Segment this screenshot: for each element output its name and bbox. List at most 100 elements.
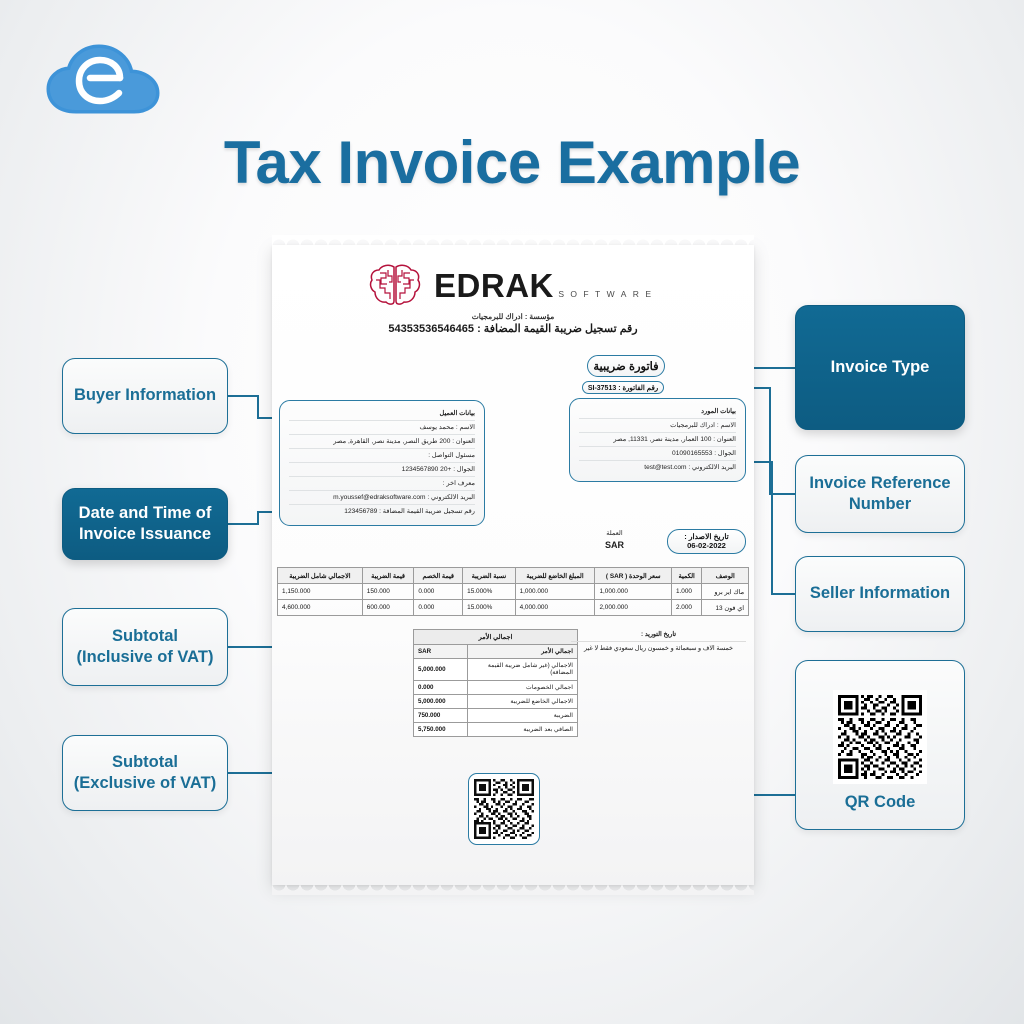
item-quantity: 2.000 <box>670 599 703 616</box>
table-row: الاجمالي الخاضع للضريبة 5,000.000 <box>413 693 578 709</box>
items-col-header: سعر الوحدة ( SAR ) <box>594 567 672 584</box>
table-row: الضريبة 750.000 <box>413 707 578 724</box>
buyer-row: العنوان : 200 طريق النصر, مدينة نصر, الق… <box>289 435 475 449</box>
table-row: اجمالي الأمر SAR <box>413 644 578 660</box>
item-tax-value: 150.000 <box>361 583 415 600</box>
item-tax-value: 600.000 <box>361 599 415 616</box>
items-col-header: الكمية <box>670 567 703 584</box>
items-header-row: الوصف الكمية سعر الوحدة ( SAR ) المبلغ ا… <box>277 567 749 584</box>
seller-row: الاسم : ادراك للبرمجيات <box>579 419 736 433</box>
invoice-qr-code <box>468 773 540 845</box>
brain-icon <box>369 264 420 305</box>
callout-date-and-time[interactable]: Date and Time of Invoice Issuance <box>62 488 228 560</box>
totals-caption: اجمالي الأمر <box>413 628 578 646</box>
items-col-header: الوصف <box>701 567 749 584</box>
item-total-incl-tax: 4,600.000 <box>277 599 363 616</box>
item-quantity: 1.000 <box>670 583 703 600</box>
item-unit-price: 1,000.000 <box>594 583 672 600</box>
totals-value: 0.000 <box>413 679 468 695</box>
currency-block: العملة SAR <box>605 529 624 552</box>
buyer-row: الجوال : +20 1234567890 <box>289 463 475 477</box>
table-row: اي فون 13 2.000 2,000.000 4,000.000 15.0… <box>277 599 749 616</box>
callout-qr-code[interactable]: QR Code <box>795 660 965 830</box>
item-taxable-amount: 4,000.000 <box>514 599 596 616</box>
currency-value: SAR <box>604 539 624 550</box>
supply-note: تاريخ التوريد : خمسة الاف و سبعمائة و خم… <box>571 628 746 655</box>
brand-logo <box>46 44 160 114</box>
callout-label-line2: Invoice Issuance <box>78 525 212 543</box>
item-discount: 0.000 <box>413 599 464 616</box>
buyer-title: بيانات العميل <box>289 407 475 421</box>
company-subtitle: SOFTWARE <box>558 288 658 299</box>
callout-label-line1: Date and Time of <box>78 503 212 522</box>
item-unit-price: 2,000.000 <box>594 599 672 616</box>
invoice-header: EDRAK SOFTWARE مؤسسة : ادراك للبرمجيات ر… <box>272 245 754 335</box>
callout-label-line2: (Exclusive of VAT) <box>73 774 217 792</box>
amount-in-words: خمسة الاف و سبعمائة و خمسون ريال سعودي ف… <box>584 645 733 653</box>
totals-label: الاجمالي الخاضع للضريبة <box>467 693 578 709</box>
callout-label-line1: Subtotal <box>111 752 178 771</box>
page-title: Tax Invoice Example <box>223 129 801 196</box>
items-col-header: نسبة الضريبة <box>462 567 516 584</box>
seller-row: العنوان : 100 العمار, مدينة نصر, 11331, … <box>579 433 736 447</box>
company-org-line: مؤسسة : ادراك للبرمجيات <box>471 312 555 321</box>
item-description: ماك اير برو <box>701 583 749 600</box>
table-row: اجمالي الخصومات 0.000 <box>413 679 578 695</box>
item-tax-rate: 15.000% <box>462 583 516 600</box>
totals-value: 5,000.000 <box>413 658 468 681</box>
callout-label: QR Code <box>844 793 916 812</box>
callout-label: Invoice Type <box>830 357 930 376</box>
buyer-row: مسئول التواصل : <box>289 449 475 463</box>
totals-value: 5,000.000 <box>413 693 468 709</box>
callout-seller-information[interactable]: Seller Information <box>795 556 965 632</box>
totals-label: اجمالي الخصومات <box>467 679 578 695</box>
buyer-information-box: بيانات العميل الاسم : محمد يوسف العنوان … <box>279 400 485 526</box>
seller-row: البريد الالكتروني : test@test.com <box>644 463 736 471</box>
buyer-row: الاسم : محمد يوسف <box>289 421 475 435</box>
callout-label-line2: (Inclusive of VAT) <box>76 648 214 666</box>
qr-code-large <box>833 690 927 785</box>
callout-label-line2: Number <box>848 495 912 513</box>
invoice-paper: EDRAK SOFTWARE مؤسسة : ادراك للبرمجيات ر… <box>272 235 754 895</box>
supply-date-label: تاريخ التوريد : <box>571 628 746 643</box>
callout-invoice-type[interactable]: Invoice Type <box>795 305 965 430</box>
seller-information-box: بيانات المورد الاسم : ادراك للبرمجيات ال… <box>569 398 746 482</box>
callout-buyer-information[interactable]: Buyer Information <box>62 358 228 434</box>
line-items-table: الوصف الكمية سعر الوحدة ( SAR ) المبلغ ا… <box>277 567 749 616</box>
totals-value: 5,750.000 <box>413 722 468 738</box>
issue-date-badge: تاريخ الاصدار : 06-02-2022 <box>667 529 746 554</box>
totals-label: الاجمالي (غير شامل ضريبة القيمة المضافة) <box>467 658 578 681</box>
totals-head-currency: SAR <box>413 644 468 660</box>
currency-label: العملة <box>606 530 623 537</box>
callout-label: Buyer Information <box>73 386 217 405</box>
callout-invoice-reference-number[interactable]: Invoice Reference Number <box>795 455 965 533</box>
callout-label-line1: Invoice Reference <box>809 473 951 492</box>
callout-label-line1: Subtotal <box>112 626 178 645</box>
callout-subtotal-inclusive-vat[interactable]: Subtotal (Inclusive of VAT) <box>62 608 228 686</box>
paper-perforation-top <box>272 235 754 246</box>
items-col-header: المبلغ الخاضع للضريبة <box>514 567 596 584</box>
issue-date-label: تاريخ الاصدار : <box>684 532 729 541</box>
totals-value: 750.000 <box>413 707 468 724</box>
totals-head-label: اجمالي الأمر <box>467 644 578 660</box>
seller-row: الجوال : 01090165553 <box>579 447 736 461</box>
totals-label: الصافي بعد الضريبة <box>467 722 578 738</box>
company-name: EDRAK <box>434 266 554 304</box>
invoice-reference-badge: رقم الفاتورة : SI-37513 <box>582 381 664 394</box>
invoice-type-badge: فاتورة ضريبية <box>587 355 665 377</box>
table-row: الاجمالي (غير شامل ضريبة القيمة المضافة)… <box>413 658 578 681</box>
items-col-header: قيمة الضريبة <box>361 567 415 584</box>
totals-label: الضريبة <box>467 707 578 724</box>
totals-table: اجمالي الأمر اجمالي الأمر SAR الاجمالي (… <box>413 628 578 738</box>
items-col-header: قيمة الخصم <box>413 567 464 584</box>
callout-label: Invoice Reference Number <box>809 473 950 516</box>
buyer-row: معرف اخر : <box>289 477 475 491</box>
callout-label: Seller Information <box>809 584 951 603</box>
buyer-row: البريد الالكتروني : m.youssef@edraksoftw… <box>289 491 475 505</box>
company-vat-registration: رقم تسجيل ضريبة القيمة المضافة : 5435353… <box>388 323 638 335</box>
buyer-row: رقم تسجيل ضريبة القيمة المضافة : 1234567… <box>344 507 475 515</box>
item-discount: 0.000 <box>413 583 464 600</box>
callout-subtotal-exclusive-vat[interactable]: Subtotal (Exclusive of VAT) <box>62 735 228 811</box>
totals-caption-row: اجمالي الأمر <box>413 628 578 646</box>
paper-perforation-bottom <box>272 884 754 895</box>
